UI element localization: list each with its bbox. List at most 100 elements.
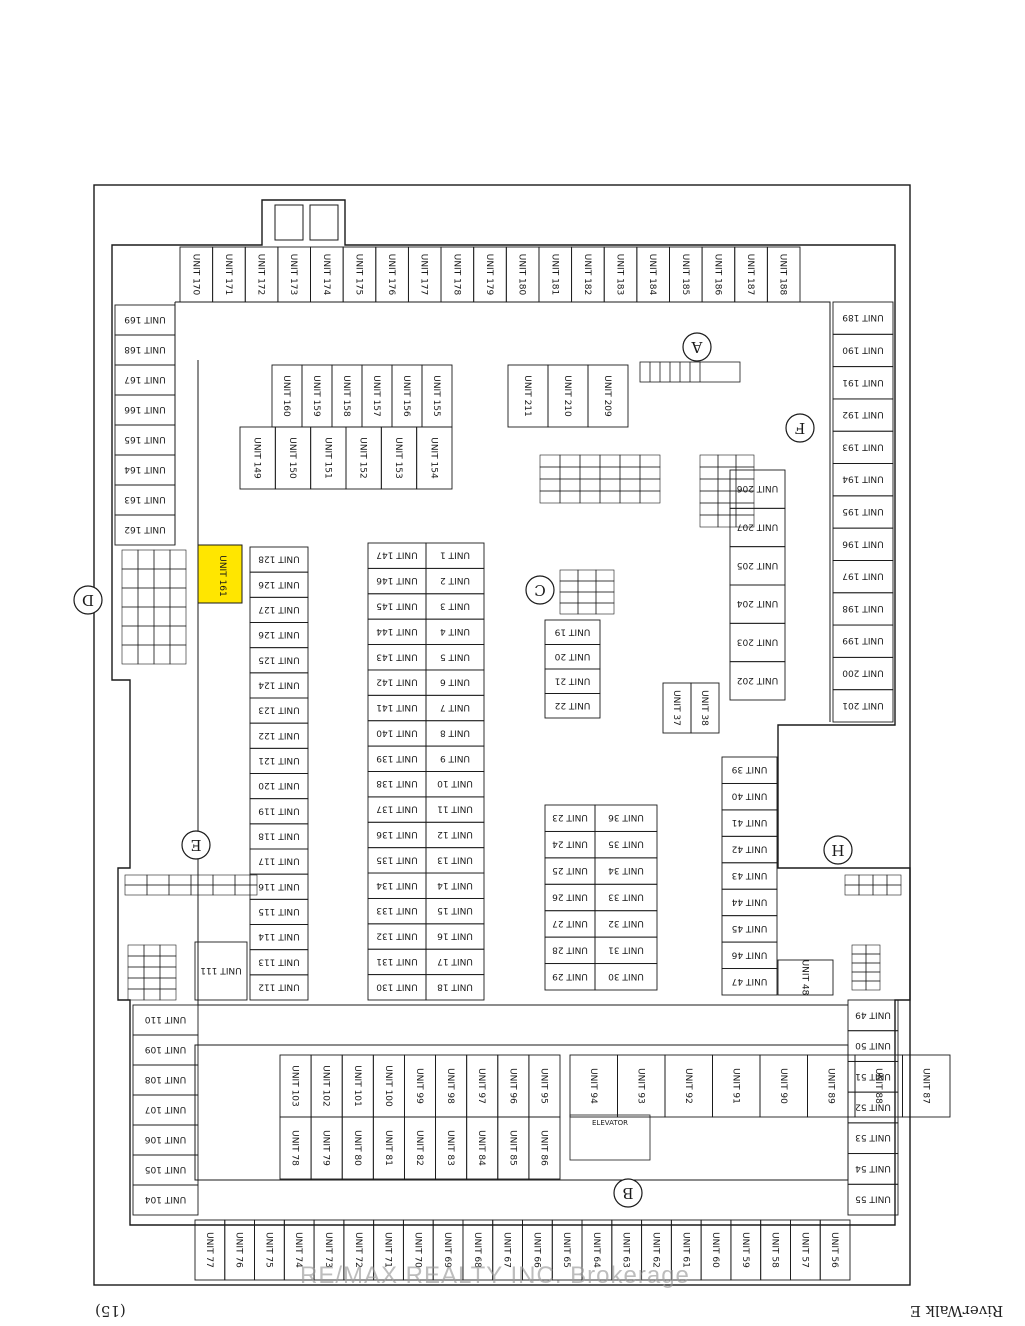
parking-stall — [559, 490, 581, 504]
parking-stall — [124, 874, 148, 886]
unit-cell — [249, 974, 309, 1001]
unit-label: UNIT 20 — [554, 651, 590, 661]
unit-label: UNIT 86 — [538, 1130, 548, 1166]
unit-label: UNIT 167 — [124, 374, 166, 384]
parking-stall — [872, 884, 888, 896]
unit-label: UNIT 135 — [376, 854, 418, 864]
unit-label: UNIT 146 — [376, 575, 418, 585]
section-marker-label: F — [795, 419, 805, 437]
unit-label: UNIT 13 — [437, 854, 473, 864]
parking-stall — [127, 977, 145, 990]
section-marker-a — [682, 332, 712, 362]
section-marker-c — [525, 575, 555, 605]
parking-stall — [559, 602, 579, 615]
unit-cell — [777, 959, 834, 996]
parking-stall — [699, 502, 719, 516]
parking-stall — [190, 874, 214, 886]
parking-stall — [735, 514, 755, 528]
unit-label: UNIT 15 — [437, 905, 473, 915]
unit-label: UNIT 90 — [778, 1068, 788, 1104]
parking-stall — [159, 988, 177, 1001]
unit-cell — [766, 246, 801, 303]
unit-label: UNIT 209 — [602, 375, 612, 417]
unit-label: UNIT 83 — [445, 1130, 455, 1166]
unit-label: UNIT 27 — [552, 918, 588, 928]
unit-label: UNIT 204 — [736, 598, 778, 608]
unit-label: UNIT 199 — [842, 635, 884, 645]
unit-label: UNIT 76 — [234, 1232, 244, 1268]
unit-label: UNIT 57 — [799, 1232, 809, 1268]
unit-label: UNIT 169 — [124, 314, 166, 324]
watermark: RE/MAX REALTY INC. Brokerage — [300, 1262, 690, 1289]
unit-label: UNIT 74 — [293, 1232, 303, 1268]
unit-label: UNIT 17 — [437, 956, 473, 966]
parking-stall — [865, 944, 881, 955]
parking-stall — [143, 977, 161, 990]
unit-label: UNIT 51 — [855, 1071, 891, 1081]
unit-label: UNIT 45 — [732, 923, 768, 933]
unit-label: UNIT 184 — [647, 254, 657, 296]
unit-label: UNIT 91 — [730, 1068, 740, 1104]
unit-label: UNIT 34 — [608, 865, 644, 875]
unit-label: UNIT 81 — [383, 1130, 393, 1166]
parking-stall — [153, 625, 171, 646]
unit-label: UNIT 203 — [737, 637, 779, 647]
unit-label: UNIT 154 — [428, 437, 438, 479]
parking-stall — [137, 549, 155, 570]
stairs-glyph — [569, 361, 741, 1161]
unit-label: UNIT 185 — [680, 254, 690, 296]
parking-stall — [539, 454, 561, 468]
unit-label: UNIT 41 — [732, 817, 768, 827]
parking-stall — [858, 884, 874, 896]
parking-stall — [127, 988, 145, 1001]
unit-label: UNIT 113 — [258, 956, 300, 966]
unit-label: UNIT 205 — [737, 560, 779, 570]
unit-label: UNIT 55 — [855, 1194, 891, 1204]
parking-stall — [577, 591, 597, 604]
parking-stall — [851, 953, 867, 964]
parking-stall — [539, 478, 561, 492]
unit-label: UNIT 141 — [376, 702, 418, 712]
unit-cell — [832, 689, 894, 723]
parking-stall — [121, 606, 139, 627]
parking-stall — [127, 944, 145, 957]
unit-label: UNIT 97 — [476, 1068, 486, 1104]
unit-label: UNIT 201 — [842, 700, 884, 710]
parking-stall — [639, 490, 661, 504]
section-marker-d — [73, 585, 103, 615]
unit-label: UNIT 158 — [341, 375, 351, 417]
unit-label: UNIT 65 — [561, 1232, 571, 1268]
unit-label: UNIT 200 — [842, 668, 884, 678]
parking-stall — [137, 625, 155, 646]
unit-label: UNIT 178 — [451, 254, 461, 296]
unit-label: UNIT 202 — [737, 675, 779, 685]
unit-label: UNIT 115 — [258, 906, 300, 916]
parking-stall — [169, 644, 187, 665]
parking-stall — [159, 944, 177, 957]
unit-label: UNIT 87 — [920, 1068, 930, 1104]
section-marker-label: B — [622, 1184, 633, 1202]
unit-cell — [847, 1183, 899, 1216]
unit-cell — [528, 1116, 561, 1180]
unit-label: UNIT 150 — [287, 437, 297, 479]
unit-label: UNIT 94 — [588, 1068, 598, 1104]
parking-stall — [169, 625, 187, 646]
unit-label: UNIT 159 — [311, 375, 321, 417]
unit-label: UNIT 48 — [800, 960, 810, 996]
unit-label: UNIT 180 — [517, 254, 527, 296]
unit-label: UNIT 116 — [258, 881, 300, 891]
unit-label: UNIT 198 — [842, 603, 884, 613]
unit-label: UNIT 105 — [145, 1164, 187, 1174]
unit-label: UNIT 92 — [683, 1068, 693, 1104]
unit-label: UNIT 194 — [842, 474, 884, 484]
parking-stall — [168, 884, 192, 896]
unit-label: UNIT 171 — [223, 254, 233, 296]
parking-stall — [559, 591, 579, 604]
unit-label: UNIT 131 — [376, 956, 418, 966]
building-outline — [111, 199, 911, 1226]
parking-stall — [717, 490, 737, 504]
unit-label: UNIT 183 — [615, 254, 625, 296]
section-marker-label: D — [82, 591, 94, 609]
unit-label: UNIT 196 — [842, 538, 884, 548]
